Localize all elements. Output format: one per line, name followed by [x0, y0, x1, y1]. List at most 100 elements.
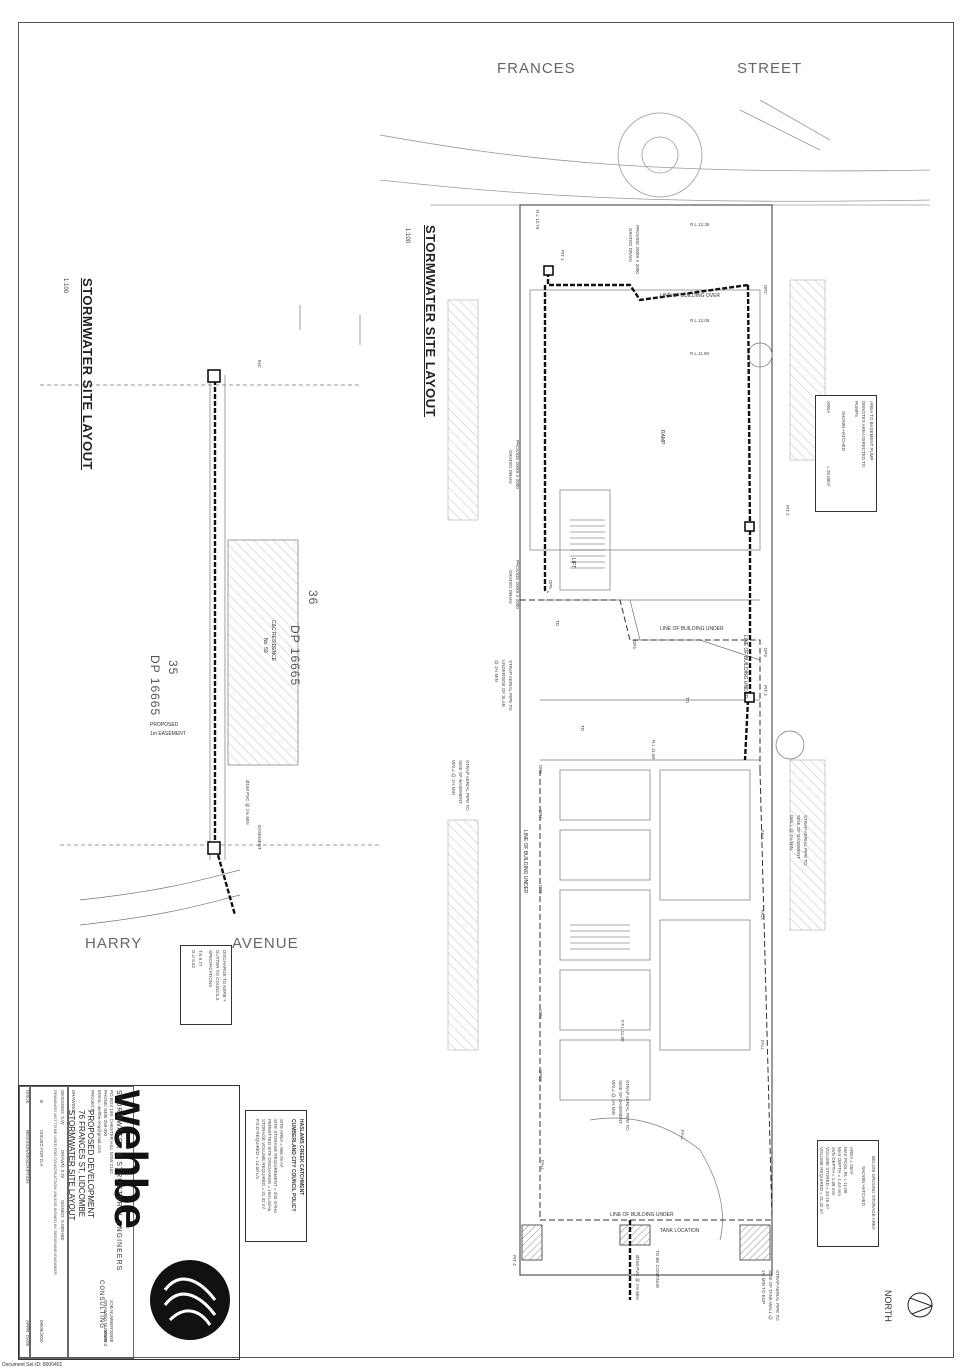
- basement-pump-line-3: PUMPS: [854, 401, 859, 418]
- fall-label-3: FALL: [760, 1040, 765, 1051]
- title-block: [18, 1085, 240, 1360]
- ffl-1100: F.F.L 11.00: [620, 1020, 625, 1042]
- street-name-avenue: AVENUE: [232, 935, 299, 952]
- discharge-line-2: GUTTER TO COUNCILS: [215, 950, 220, 1001]
- lift-label: LIFT: [570, 558, 576, 569]
- street-name-harry: HARRY: [85, 935, 143, 952]
- dp2-label: DP2: [763, 285, 768, 294]
- basement-pump-line-1: AREA TO BASEMENT PUMP: [869, 401, 874, 461]
- td-label-3: TD: [685, 697, 690, 703]
- stormwater-pipes: [543, 272, 752, 1300]
- job-number: SW88: [109, 1330, 114, 1343]
- company-address: PO BOX 180, CHESTER HILL NSW 2162: [109, 1090, 114, 1174]
- project-label: PROJECT:: [90, 1090, 95, 1112]
- rev-date: 09/09/2020: [39, 1320, 44, 1343]
- council-row: STORAGE VOLUME REQUIRED = 31.42 m³: [261, 1119, 266, 1210]
- issue-header: ISSUE: [25, 1090, 30, 1104]
- stairs: [570, 519, 630, 950]
- pit4-label: PIT 4: [512, 1255, 517, 1266]
- grated-drain-1: PROVIDE 200W X 2000: [635, 225, 640, 274]
- basement-pump-line-6: = 25.00m²: [826, 466, 831, 487]
- strap-wall-3: WALL @ 1% MIN: [451, 760, 456, 795]
- rl-1235: R.L 12.35: [690, 222, 710, 227]
- storage-title: BELOW GROUND STORAGE AREA: [871, 1156, 876, 1230]
- strap-wall-b3: WALL @ 1% MIN: [789, 815, 794, 850]
- discharge-line-5: G.U 6.62: [191, 950, 196, 969]
- dp4-label: DP4: [632, 640, 637, 649]
- fall-label-4: FALL: [540, 1160, 545, 1171]
- neighbour-hatch-4: [789, 759, 826, 931]
- secondary-layout-scale: 1:100: [62, 278, 68, 294]
- rev-letter: B: [39, 1100, 44, 1104]
- tank-location-label: TANK LOCATION: [660, 1228, 700, 1234]
- strap-tank-1: STRAP AERIAL PIPE TO: [775, 1270, 780, 1321]
- strap-slab-2: UNDERSIDE OF SLAB: [501, 660, 506, 707]
- discharge-line-1: DISCHARGE TO KERB +: [222, 950, 227, 1002]
- dp5-label: DP5: [548, 580, 553, 589]
- pit-inc-label: INC: [257, 360, 262, 368]
- street-name-frances: FRANCES: [497, 60, 576, 77]
- council-row: P.S.D REQUIRED = 14.50 L/s: [255, 1119, 260, 1179]
- basement-pump-note: AREA TO BASEMENT PUMP DENOTES AREA DIREC…: [815, 395, 877, 512]
- pipe-150-label: Ø150 PVC @ 1% MIN: [635, 1255, 640, 1300]
- disclaimer: DRAWINGS NOT TO BE USED FOR CONSTRUCTION…: [53, 1090, 58, 1275]
- storage-row: AREA = 25m²: [849, 1147, 854, 1175]
- strap-tank-3: 1% MIN TO EOP: [761, 1270, 766, 1305]
- strap-wall-c2: SIDE OF BASEMENT: [618, 1080, 623, 1125]
- council-title-1: HASLAMS CREEK CATCHMENT: [298, 1119, 304, 1196]
- fall-label-1: FALL: [760, 830, 765, 841]
- council-row: PERMITTED SITE DISCHARGE = 150 L/s/Ha: [267, 1119, 272, 1212]
- line-building-under-label-4: LINE OF BUILDING UNDER: [522, 830, 528, 894]
- dp8-label: DP8: [538, 885, 543, 894]
- easement-pipe: [213, 380, 237, 916]
- discharge-line-4: T.K 6.77: [198, 950, 203, 967]
- lot-36-dp: DP 16665: [288, 625, 302, 687]
- strap-tank-2: SIDE OF TANK WALL @: [768, 1270, 773, 1320]
- drawing-sheet: [18, 22, 954, 1358]
- dp7-label: DP7: [538, 810, 543, 819]
- grated-drain-3b: GRATED DRAIN: [508, 570, 513, 604]
- storage-row: MAX DEPTH = 1.44 mm: [837, 1147, 842, 1196]
- designed-by: DESIGNED: S.W: [60, 1090, 65, 1125]
- grated-drain-2b: GRATED DRAIN: [508, 450, 513, 484]
- north-arrow: [907, 1292, 934, 1318]
- basement-pump-line-4: SHOWN HATCHED: [841, 411, 846, 451]
- residence-number: No. 59: [262, 638, 268, 653]
- pits: [543, 265, 755, 703]
- fall-label-2: FALL: [760, 910, 765, 921]
- job-number-label: JOB NUMBER:: [109, 1300, 114, 1331]
- rev-issue: ISSUED FOR D.A: [39, 1130, 44, 1167]
- tb-company-column: [67, 1086, 134, 1359]
- street-name-street: STREET: [737, 60, 803, 77]
- company-name: STORMWATER & STRUCTURAL ENGINEERS: [115, 1090, 122, 1272]
- storage-row: MAX POOL RL = 11.00: [843, 1147, 848, 1194]
- tb-rev-column: [19, 1086, 31, 1359]
- dp10-label: DP10: [538, 1070, 543, 1082]
- rev-header: REVISION/DESCRIPTION: [25, 1130, 30, 1184]
- strap-slab-1: STRAP AERIAL PIPE TO: [508, 660, 513, 711]
- line-building-under-label-3: LINE OF BUILDING UNDER: [610, 1212, 674, 1218]
- tank-hatch-2: [739, 1224, 771, 1261]
- easement-pits: [207, 369, 221, 855]
- tank-hatch-1: [521, 1224, 543, 1261]
- basement-pump-line-5: AREA: [826, 401, 831, 414]
- drawn-by: DRAWN: S.W: [60, 1150, 65, 1178]
- residence-label: C&C RESIDENCE: [270, 620, 276, 662]
- lot-35-number: 35: [166, 660, 180, 676]
- strap-wall-1: STRAP AERIAL PIPE TO: [465, 760, 470, 811]
- drawing-title: STORMWATER SITE LAYOUT: [67, 1110, 76, 1221]
- project-address: 76 FRANCES ST, LIDCOMBE: [77, 1110, 86, 1218]
- discharge-note: DISCHARGE TO KERB + GUTTER TO COUNCILS S…: [180, 945, 232, 1025]
- tb-project-column: [29, 1086, 69, 1359]
- main-layout-title: STORMWATER SITE LAYOUT: [423, 225, 438, 418]
- tank-hatch-3: [619, 1224, 651, 1246]
- drawing-number: SW88-3: [103, 1330, 108, 1347]
- rl-1180: R.L 11.80: [690, 351, 710, 356]
- company-email: EMAIL: wehbe.eng@gmail.com: [97, 1090, 102, 1154]
- document-set-id: Document Set ID: 8000451: [2, 1362, 63, 1368]
- storage-summary: BELOW GROUND STORAGE AREA SHOWN HATCHED …: [817, 1140, 879, 1247]
- rl-1205: R.L 12.05: [690, 318, 710, 323]
- lot-36-number: 36: [306, 590, 320, 606]
- company-phone: PHONE: 0405 260 090: [103, 1090, 108, 1137]
- council-row: SITE STORAGE REQUIREMENT = 325 m³/Ha: [273, 1119, 278, 1213]
